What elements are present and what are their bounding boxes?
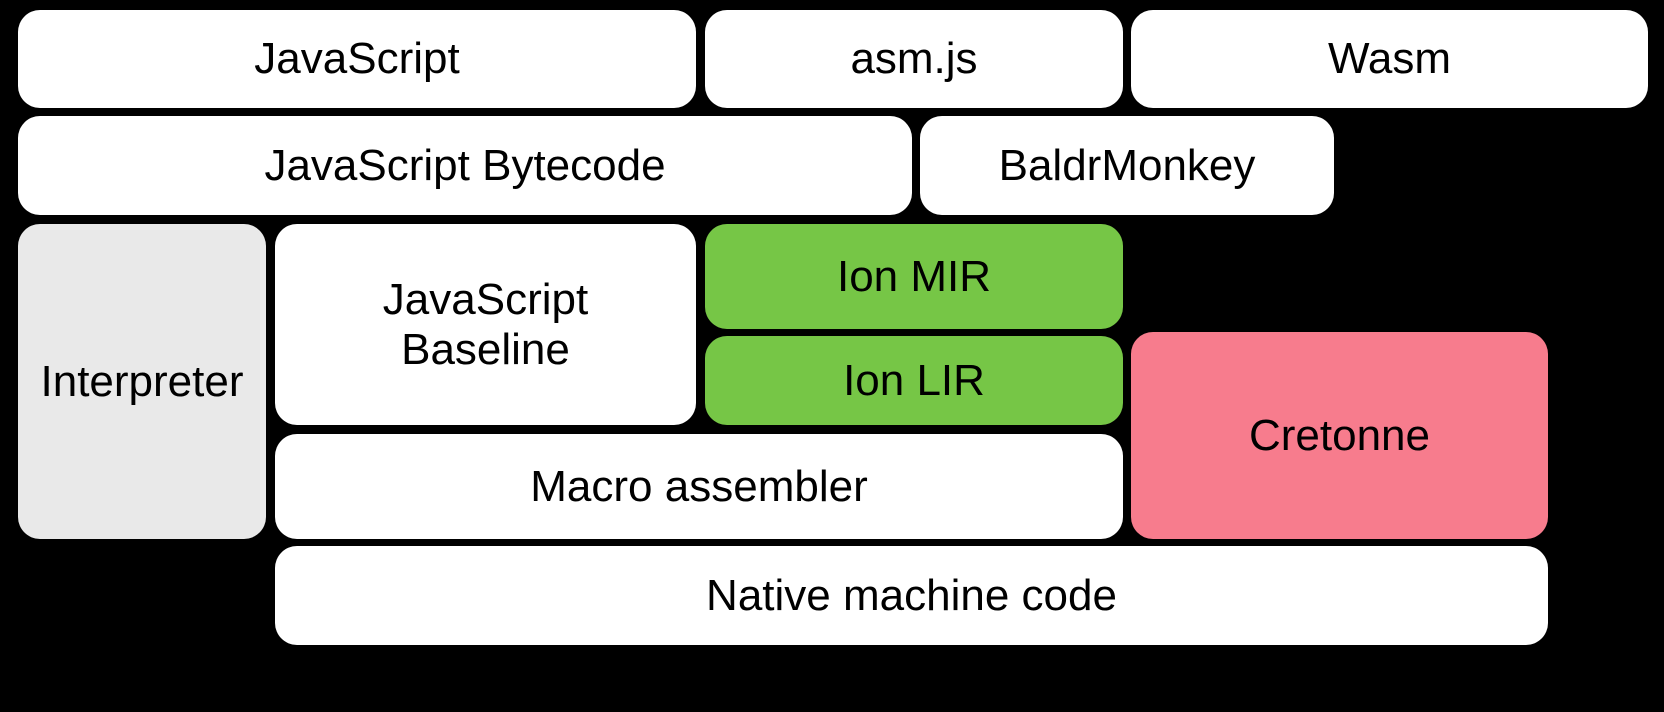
node-baldrmonkey[interactable]: BaldrMonkey xyxy=(920,116,1334,215)
node-macro-assembler[interactable]: Macro assembler xyxy=(275,434,1123,539)
node-asm-js[interactable]: asm.js xyxy=(705,10,1123,108)
node-wasm[interactable]: Wasm xyxy=(1131,10,1648,108)
node-native-machine-code[interactable]: Native machine code xyxy=(275,546,1548,645)
node-interpreter[interactable]: Interpreter xyxy=(18,224,266,539)
node-javascript[interactable]: JavaScript xyxy=(18,10,696,108)
node-ion-mir[interactable]: Ion MIR xyxy=(705,224,1123,329)
node-cretonne[interactable]: Cretonne xyxy=(1131,332,1548,539)
node-javascript-baseline[interactable]: JavaScript Baseline xyxy=(275,224,696,425)
node-ion-lir[interactable]: Ion LIR xyxy=(705,336,1123,425)
node-javascript-bytecode[interactable]: JavaScript Bytecode xyxy=(18,116,912,215)
